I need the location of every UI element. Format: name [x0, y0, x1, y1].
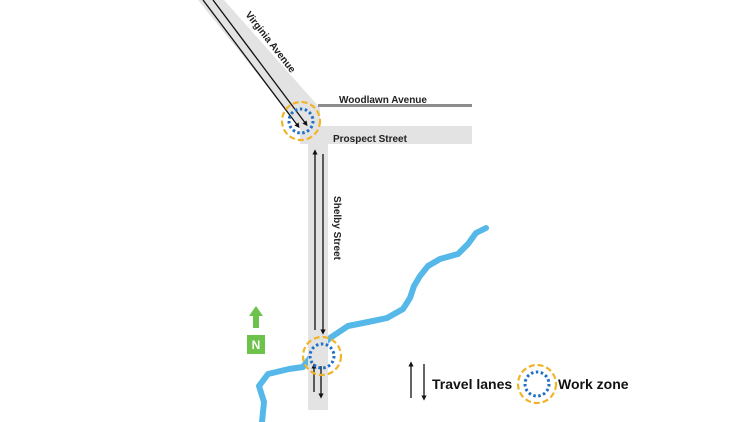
prospect-street-road — [300, 126, 472, 144]
woodlawn-avenue-road — [318, 104, 472, 107]
virginia-avenue-road — [198, 0, 320, 128]
river — [256, 225, 489, 422]
virginia-lane-line — [212, 0, 308, 127]
shelby-street-label: Shelby Street — [331, 196, 342, 261]
travel-lanes-icon — [408, 361, 427, 401]
work-zone-icon — [301, 335, 343, 377]
virginia-lane-line — [202, 0, 300, 129]
work-zone-icon — [516, 363, 558, 405]
north-label: N — [252, 338, 261, 352]
work-zone-icon — [280, 100, 322, 142]
north-arrow-icon: N — [247, 306, 265, 354]
legend: Travel lanes Work zone — [408, 361, 629, 405]
woodlawn-avenue-label: Woodlawn Avenue — [339, 95, 427, 106]
legend-travel-lanes-label: Travel lanes — [432, 376, 512, 392]
prospect-street-label: Prospect Street — [333, 134, 408, 145]
legend-work-zone-label: Work zone — [558, 376, 629, 392]
